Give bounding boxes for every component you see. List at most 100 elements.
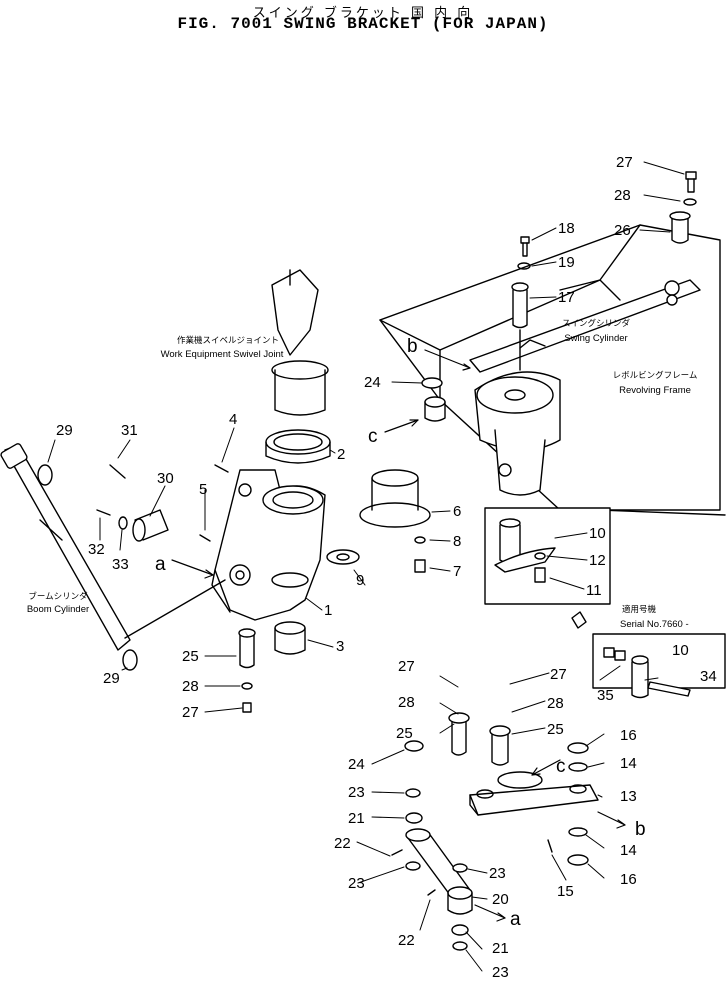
washer-part-24-lower: [404, 740, 424, 752]
part-number-29-b: 29: [103, 670, 120, 687]
part-number-28: 28: [614, 187, 631, 204]
part-number-26: 26: [614, 222, 631, 239]
inset-serial-assembly: [592, 633, 726, 699]
part-number-27-c: 27: [550, 666, 567, 683]
washer-part-16-lower: [567, 854, 589, 866]
bushing-part-21-a: [405, 812, 423, 824]
washer-part-8: [414, 536, 426, 544]
part-number-11: 11: [586, 582, 602, 599]
washer-part-24: [421, 377, 443, 389]
part-number-14: 14: [620, 755, 637, 772]
part-number-13: 13: [620, 788, 637, 805]
direction-arrows: [171, 349, 626, 922]
part-number-14-b: 14: [620, 842, 637, 859]
part-number-25-b: 25: [396, 725, 413, 742]
grease-fitting-part-15: [547, 839, 553, 853]
washer-part-33: [118, 516, 128, 530]
part-number-31: 31: [121, 422, 138, 439]
rod-part-20: [405, 828, 473, 915]
grease-fitting-part-5: [199, 534, 211, 542]
part-number-8: 8: [453, 533, 461, 550]
part-number-30: 30: [157, 470, 174, 487]
bolt-part-27-top: [685, 171, 697, 193]
washer-part-9: [326, 549, 360, 565]
revolving-frame-label-jp: レボルビングフレーム: [613, 370, 698, 381]
swing-cylinder: [469, 279, 701, 373]
seal-part-23-c: [405, 861, 421, 871]
part-number-28-d: 28: [547, 695, 564, 712]
pins-part-25-lower: [448, 712, 511, 766]
part-number-21: 21: [348, 810, 365, 827]
part-number-25: 25: [182, 648, 199, 665]
part-number-25-c: 25: [547, 721, 564, 738]
part-number-5: 5: [199, 481, 207, 498]
part-number-1: 1: [324, 602, 332, 619]
part-number-28-b: 28: [182, 678, 199, 695]
link-part-13: [469, 771, 599, 816]
title-japanese: スイング ブラケット 国 内 向: [252, 6, 474, 21]
pin-part-26: [669, 211, 691, 244]
seal-ring-part-2: [265, 429, 331, 464]
part-number-22-b: 22: [398, 932, 415, 949]
bolt-part-32: [96, 509, 111, 516]
serial-label: Serial No.7660 -: [620, 619, 689, 630]
bolt-part-7: [414, 559, 426, 573]
part-number-6: 6: [453, 503, 461, 520]
swing-bracket-part-1: [211, 469, 326, 621]
bushing-part-14-lower: [568, 827, 588, 837]
ref-letter-c-upper: c: [368, 426, 378, 447]
bolt-part-18: [520, 236, 530, 257]
part-number-32: 32: [88, 541, 105, 558]
washer-part-16-upper: [567, 742, 589, 754]
revolving-frame-label: Revolving Frame: [619, 385, 691, 396]
grease-fitting-part-22-a: [391, 849, 403, 856]
part-number-7: 7: [453, 563, 461, 580]
bushing-part-3: [274, 621, 306, 655]
pin-part-30: [132, 509, 169, 542]
boom-cylinder-label-jp: ブームシリンダ: [28, 591, 88, 602]
part-number-19: 19: [558, 254, 575, 271]
seal-part-23-a: [405, 788, 421, 798]
part-number-23: 23: [348, 784, 365, 801]
bushing-part-21-b: [451, 924, 469, 936]
seal-part-23-b: [452, 863, 468, 873]
part-number-27-b: 27: [398, 658, 415, 675]
part-number-21-b: 21: [492, 940, 509, 957]
part-number-17: 17: [558, 289, 575, 306]
leader-lines: [47, 161, 685, 972]
swing-cylinder-label: Swing Cylinder: [564, 333, 627, 344]
part-number-23-b: 23: [489, 865, 506, 882]
part-number-28-c: 28: [398, 694, 415, 711]
part-number-18: 18: [558, 220, 575, 237]
part-number-9: 9: [356, 572, 364, 589]
ref-letter-c-lower: c: [556, 756, 566, 777]
part-number-27-d: 27: [182, 704, 199, 721]
part-number-4: 4: [229, 411, 237, 428]
grease-fitting-part-22-b: [427, 889, 436, 896]
swivel-joint-label: Work Equipment Swivel Joint: [161, 349, 284, 360]
seal-part-23-d: [452, 941, 468, 951]
part-number-20: 20: [492, 891, 509, 908]
part-number-33: 33: [112, 556, 129, 573]
bushing-part-14-upper: [568, 762, 588, 772]
washer-part-19: [517, 262, 531, 270]
swivel-joint-label-jp: 作業機スイベルジョイント: [177, 335, 279, 346]
swing-cylinder-label-jp: スイングシリンダ: [562, 318, 631, 329]
ref-letter-b-upper: b: [407, 336, 418, 357]
part-number-10-serial: 10: [672, 642, 689, 659]
revolving-frame: [379, 224, 726, 516]
boom-cylinder: [0, 443, 226, 671]
part-number-15: 15: [557, 883, 574, 900]
washer-part-28-top: [683, 198, 697, 206]
part-number-22: 22: [334, 835, 351, 852]
grease-fitting-part-31: [109, 464, 126, 479]
part-number-34: 34: [700, 668, 717, 685]
part-number-24: 24: [364, 374, 381, 391]
grease-fitting-part-4: [214, 464, 229, 473]
part-number-16-b: 16: [620, 871, 637, 888]
ref-letter-b-lower: b: [635, 819, 646, 840]
part-number-3: 3: [336, 638, 344, 655]
washer-part-29-lower: [122, 649, 138, 671]
swivel-joint: [271, 269, 329, 416]
